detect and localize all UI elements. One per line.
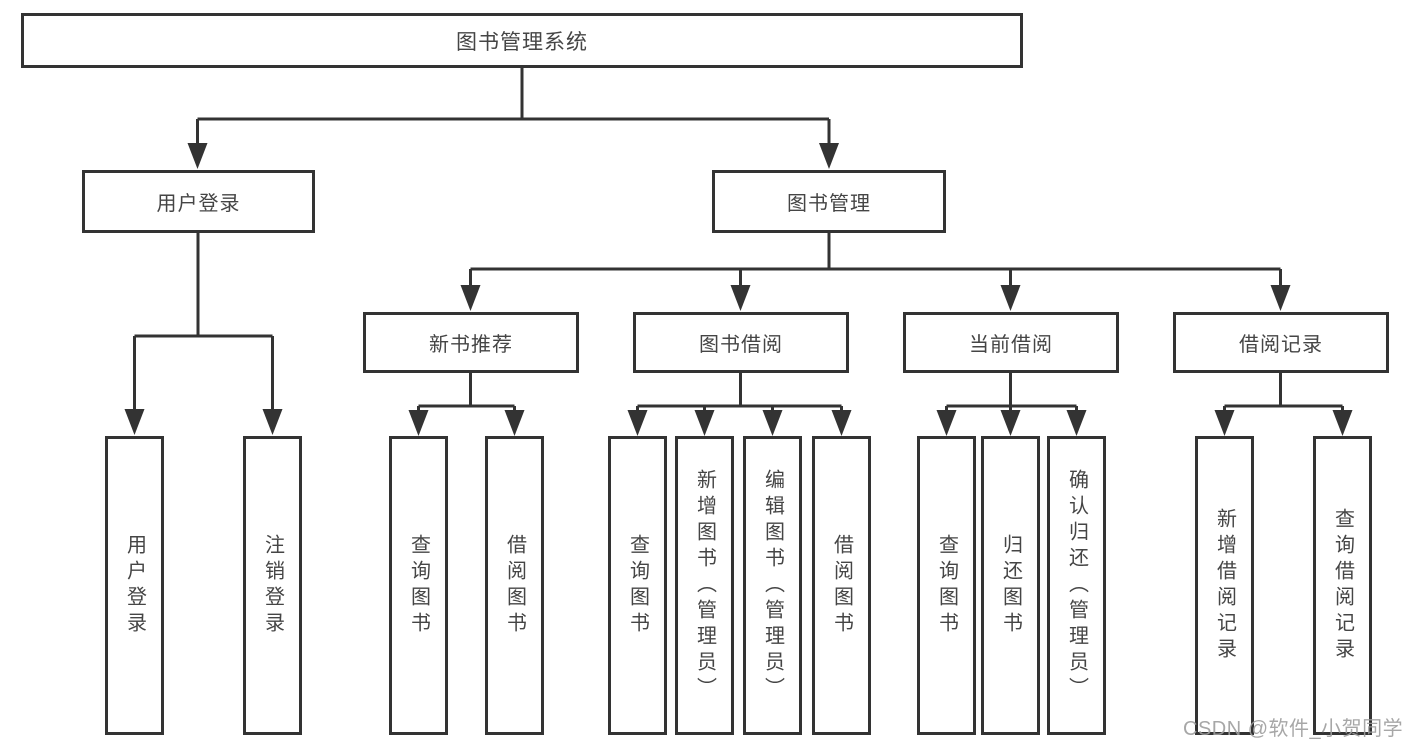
leaf-label: 借阅图书 <box>830 533 853 638</box>
arrowhead <box>504 410 525 436</box>
leaf-label: 借阅图书 <box>503 533 526 638</box>
node-borrowing-records: 借阅记录 <box>1173 312 1389 373</box>
node-root: 图书管理系统 <box>21 13 1023 68</box>
arrowhead <box>124 409 145 435</box>
arrowhead <box>460 285 481 311</box>
leaf-label: 编辑图书（管理员） <box>761 468 784 703</box>
leaf-label: 归还图书 <box>999 533 1022 638</box>
leaf-nb-search-books: 查询图书 <box>389 436 448 735</box>
arrowhead <box>819 143 839 169</box>
leaf-bb-search-books: 查询图书 <box>608 436 667 735</box>
arrowhead <box>1000 410 1021 436</box>
node-current-borrowing: 当前借阅 <box>903 312 1119 373</box>
leaf-logout: 注销登录 <box>243 436 302 735</box>
arrowhead <box>408 410 429 436</box>
node-new-book-recommend: 新书推荐 <box>363 312 579 373</box>
leaf-label: 查询借阅记录 <box>1331 507 1354 664</box>
arrowhead <box>694 410 715 436</box>
arrowhead <box>627 410 648 436</box>
leaf-label: 查询图书 <box>626 533 649 638</box>
arrowhead <box>1000 285 1021 311</box>
csdn-watermark: CSDN @软件_小贺同学 <box>1183 718 1404 740</box>
leaf-label: 查询图书 <box>935 533 958 638</box>
arrowhead <box>730 285 751 311</box>
arrowhead <box>762 410 783 436</box>
leaf-br-add-borrow-record: 新增借阅记录 <box>1195 436 1254 735</box>
leaf-bb-borrow-books: 借阅图书 <box>812 436 871 735</box>
connector-new-book-recommend <box>408 371 525 436</box>
connector-user-login <box>124 231 283 435</box>
leaf-label: 注销登录 <box>261 533 284 638</box>
connector-borrowing-records <box>1214 371 1353 436</box>
node-book-management: 图书管理 <box>712 170 946 233</box>
arrowhead <box>936 410 957 436</box>
arrowhead <box>262 409 283 435</box>
arrowhead <box>187 143 208 169</box>
leaf-cb-search-books: 查询图书 <box>917 436 976 735</box>
leaf-bb-edit-books-admin: 编辑图书（管理员） <box>743 436 802 735</box>
leaf-cb-return-books: 归还图书 <box>981 436 1040 735</box>
leaf-cb-confirm-return-admin: 确认归还（管理员） <box>1047 436 1106 735</box>
node-book-borrowing: 图书借阅 <box>633 312 849 373</box>
node-user-login: 用户登录 <box>82 170 315 233</box>
connector-current-borrowing <box>936 371 1087 436</box>
connector-book-management <box>460 231 1291 311</box>
leaf-label: 用户登录 <box>123 533 146 638</box>
arrowhead <box>1332 410 1353 436</box>
arrowhead <box>1066 410 1087 436</box>
leaf-bb-add-books-admin: 新增图书（管理员） <box>675 436 734 735</box>
leaf-label: 新增借阅记录 <box>1213 507 1236 664</box>
leaf-label: 新增图书（管理员） <box>693 468 716 703</box>
leaf-br-search-borrow-record: 查询借阅记录 <box>1313 436 1372 735</box>
arrowhead <box>831 410 852 436</box>
arrowhead <box>1270 285 1291 311</box>
leaf-user-login: 用户登录 <box>105 436 164 735</box>
leaf-nb-borrow-books: 借阅图书 <box>485 436 544 735</box>
leaf-label: 查询图书 <box>407 533 430 638</box>
arrowhead <box>1214 410 1235 436</box>
connector-root <box>187 66 839 169</box>
leaf-label: 确认归还（管理员） <box>1065 468 1088 703</box>
connector-book-borrowing <box>627 371 852 436</box>
